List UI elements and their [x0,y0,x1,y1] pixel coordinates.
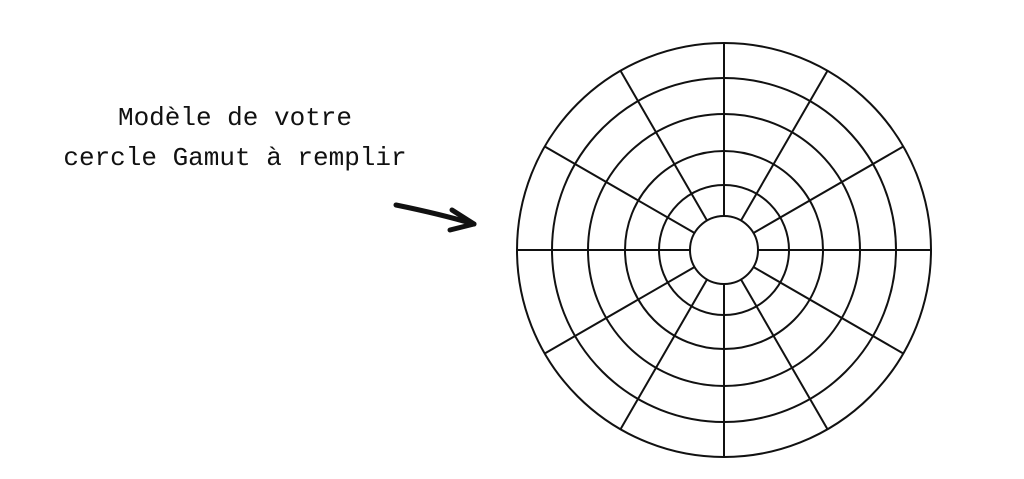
wheel-spoke-6 [544,145,696,234]
gamut-wheel [516,42,932,458]
caption-line-1: Modèle de votre [117,103,353,133]
caption: Modèle de votre cercle Gamut à remplir [20,98,450,178]
arrow-icon [393,202,477,233]
wheel-ring-1 [689,215,759,285]
wheel-spoke-2 [752,145,904,234]
caption-line-2: cercle Gamut à remplir [63,143,407,173]
wheel-spoke-3 [740,70,829,222]
wheel-spoke-12 [752,266,904,355]
wheel-spoke-9 [619,278,708,430]
wheel-spoke-5 [619,70,708,222]
wheel-spoke-11 [740,278,829,430]
wheel-spoke-8 [544,266,696,355]
